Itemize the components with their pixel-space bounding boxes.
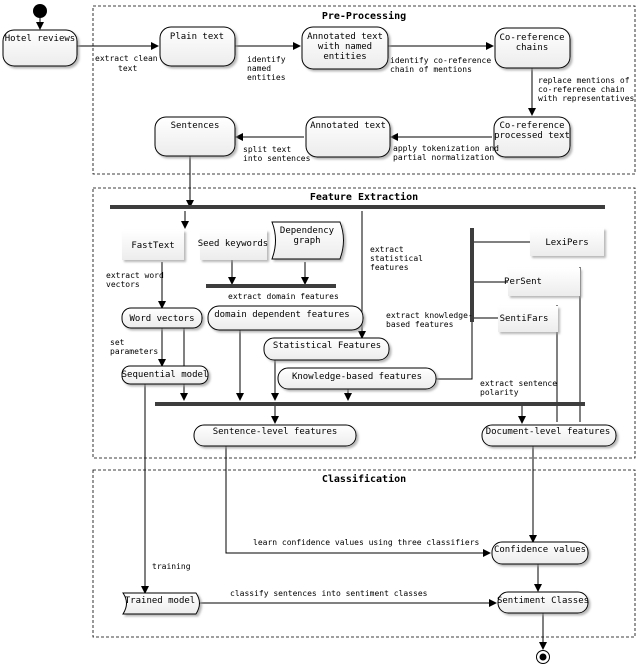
node-sequential-model-label: Sequential model: [122, 370, 209, 380]
classification-frame: [92, 469, 636, 638]
node-statistical-features: Statistical Features: [263, 337, 390, 361]
node-trained-model-label: Trained model: [125, 596, 195, 606]
label-split-text-1: split text: [243, 145, 291, 154]
node-document-level-features-label: Document-level features: [486, 427, 611, 437]
label-classify-sentences: classify sentences into sentiment classe…: [230, 589, 428, 598]
node-sentiment-classes-label: Sentiment Classes: [497, 596, 589, 606]
node-coreference-processed: Co-reference processed text: [493, 116, 571, 158]
label-extract-knowledge-2: based features: [386, 320, 454, 329]
node-knowledge-based-features: Knowledge-based features: [277, 367, 437, 390]
node-statistical-features-label: Statistical Features: [273, 341, 381, 351]
label-extract-clean-text-1: extract clean: [95, 54, 158, 63]
doc-seed-keywords: Seed keywords: [198, 230, 268, 260]
node-sentences: Sentences: [154, 116, 236, 157]
node-annotated-named-line2: with named: [318, 42, 372, 52]
node-confidence-values: Confidence values: [491, 541, 589, 565]
label-extract-knowledge-1: extract knowledge-: [386, 311, 473, 320]
node-annotated-named-line3: entities: [323, 52, 366, 62]
label-extract-statistical-2: statistical: [370, 254, 423, 263]
label-extract-word-vectors-2: vectors: [106, 280, 140, 289]
doc-sentifars: SentiFars: [498, 306, 558, 332]
node-trained-model: Trained model: [122, 592, 200, 615]
node-document-level-features: Document-level features: [481, 424, 617, 447]
doc-persent-label: PerSent: [504, 277, 542, 287]
node-annotated-text-label: Annotated text: [310, 121, 386, 131]
node-hotel-reviews-label: Hotel reviews: [5, 34, 75, 44]
doc-lexipers-label: LexiPers: [545, 238, 588, 248]
label-extract-clean-text-2: text: [118, 64, 137, 73]
feature-extraction-title: Feature Extraction: [310, 191, 418, 203]
label-training: training: [152, 562, 191, 571]
fork-bar-top: [110, 205, 605, 209]
label-set-parameters-2: parameters: [110, 347, 158, 356]
label-split-text-2: into sentences: [243, 154, 311, 163]
label-learn-confidence: learn confidence values using three clas…: [253, 538, 480, 547]
label-identify-coref-1: identify co-reference: [390, 56, 491, 65]
label-extract-statistical-3: features: [370, 263, 409, 272]
node-knowledge-based-features-label: Knowledge-based features: [292, 372, 422, 382]
feature-extraction-frame: [92, 187, 636, 459]
start-node: [33, 4, 47, 18]
label-set-parameters-1: set: [110, 338, 125, 347]
node-word-vectors: Word vectors: [121, 307, 203, 329]
label-extract-statistical-1: extract: [370, 245, 404, 254]
label-replace-mentions-1: replace mentions of: [538, 76, 630, 85]
preprocessing-frame: [92, 5, 636, 175]
node-coreference-processed-line1: Co-reference: [499, 121, 564, 131]
label-extract-sentence-polarity-2: polarity: [480, 388, 519, 397]
node-dependency-graph-line2: graph: [293, 236, 320, 246]
fork-bar-knowledge: [470, 228, 474, 322]
label-identify-named-1: identify: [247, 55, 286, 64]
label-replace-mentions-3: with representatives: [538, 94, 635, 103]
node-dependency-graph-line1: Dependency: [280, 226, 335, 236]
node-domain-dependent-features: domain dependent features: [207, 305, 364, 331]
node-coreference-chains-line1: Co-reference: [499, 33, 564, 43]
doc-sentifars-label: SentiFars: [500, 314, 549, 324]
classification-title: Classification: [322, 473, 406, 485]
node-sentences-label: Sentences: [171, 121, 220, 131]
doc-persent: PerSent: [504, 268, 580, 296]
node-coreference-chains-line2: chains: [516, 43, 549, 53]
preprocessing-title: Pre-Processing: [322, 10, 406, 22]
node-confidence-values-label: Confidence values: [494, 545, 586, 555]
node-plain-text-label: Plain text: [170, 32, 224, 42]
label-extract-sentence-polarity-1: extract sentence: [480, 379, 557, 388]
node-sentiment-classes: Sentiment Classes: [497, 591, 589, 614]
node-sentence-level-features: Sentence-level features: [193, 424, 357, 447]
doc-fasttext-label: FastText: [131, 241, 174, 251]
label-tokenization-2: partial normalization: [393, 153, 494, 162]
label-identify-named-2: named: [247, 64, 271, 73]
doc-fasttext: FastText: [122, 230, 184, 260]
label-replace-mentions-2: co-reference chain: [538, 85, 625, 94]
edge-labels: extract clean text identify named entiti…: [95, 54, 635, 598]
node-coreference-processed-line2: processed text: [494, 131, 570, 141]
label-extract-domain-features: extract domain features: [228, 292, 339, 301]
node-annotated-named-entities: Annotated text with named entities: [301, 26, 389, 70]
node-annotated-named-line1: Annotated text: [307, 32, 383, 42]
label-extract-word-vectors-1: extract word: [106, 271, 164, 280]
node-annotated-text: Annotated text: [305, 116, 391, 158]
join-bar-bottom: [155, 402, 585, 406]
label-tokenization-1: apply tokenization and: [393, 144, 499, 153]
end-node: [536, 650, 550, 664]
node-domain-dependent-features-label: domain dependent features: [214, 310, 349, 320]
doc-seed-keywords-label: Seed keywords: [198, 239, 268, 249]
node-coreference-chains: Co-reference chains: [494, 27, 571, 69]
join-bar-domain: [206, 284, 336, 288]
label-identify-named-3: entities: [247, 73, 286, 82]
node-hotel-reviews: Hotel reviews: [2, 29, 78, 67]
node-word-vectors-label: Word vectors: [129, 314, 194, 324]
node-dependency-graph: Dependency graph: [271, 221, 344, 260]
node-sentence-level-features-label: Sentence-level features: [213, 427, 338, 437]
node-sequential-model: Sequential model: [121, 365, 209, 385]
label-identify-coref-2: chain of mentions: [390, 65, 472, 74]
node-plain-text: Plain text: [159, 26, 236, 67]
doc-lexipers: LexiPers: [530, 228, 604, 256]
